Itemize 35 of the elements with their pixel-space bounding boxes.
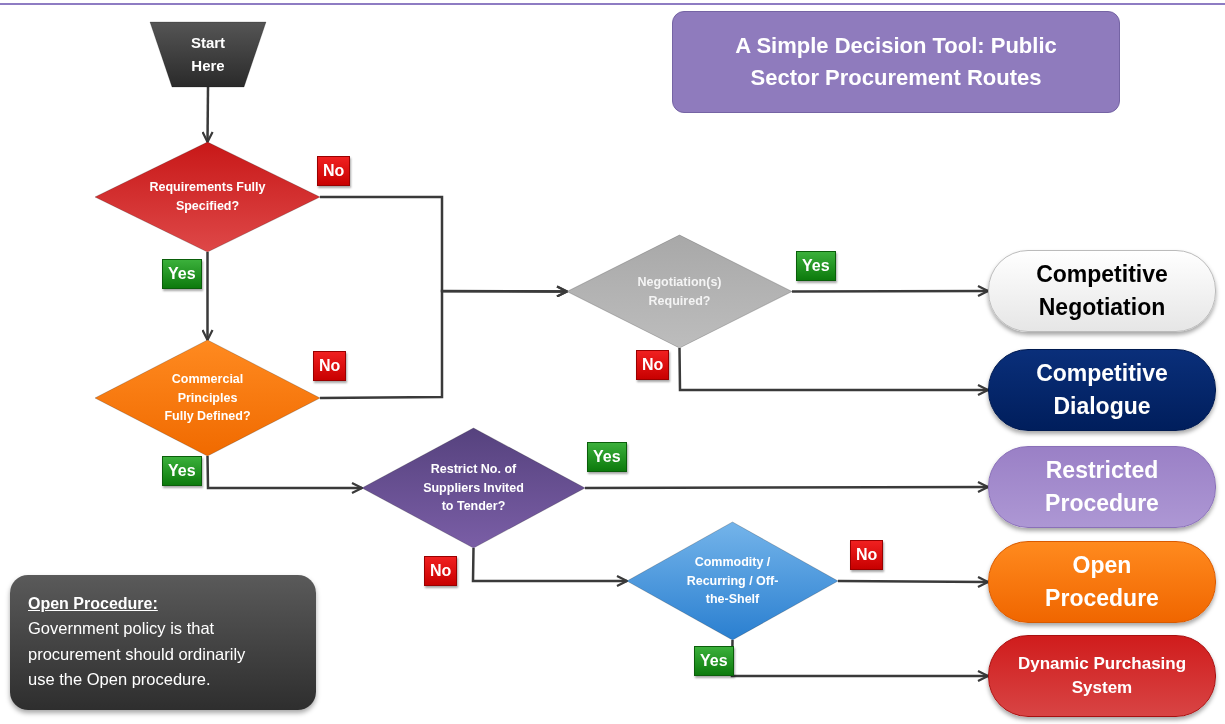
arrow	[585, 480, 990, 494]
outcome-pill: Open Procedure	[988, 541, 1216, 623]
node-label: Commodity / Recurring / Off-the-Shelf	[685, 553, 780, 609]
outcome-pill: Dynamic Purchasing System	[988, 635, 1216, 717]
node-label: Requirements Fully Specified?	[148, 179, 267, 215]
edge-label: Yes	[587, 442, 627, 472]
arrow	[320, 285, 569, 400]
title-box: A Simple Decision Tool: Public Sector Procurement Routes	[672, 11, 1120, 113]
edge-label: Yes	[796, 251, 836, 281]
node-label: Restrict No. of Suppliers Invited to Tender?	[422, 460, 525, 516]
edge-label: No	[850, 540, 884, 570]
edge-label: Yes	[162, 456, 202, 486]
note-text: Government policy is that procurement should ordinarily use the Open procedure.	[28, 618, 247, 691]
outcome-pill: Restricted Procedure	[988, 446, 1216, 528]
node-label: Start Here	[189, 33, 227, 76]
edge-label: Yes	[694, 646, 734, 676]
arrow	[201, 87, 214, 144]
note-heading: Open Procedure:	[28, 594, 158, 615]
arrow	[838, 575, 990, 589]
outcome-pill: Competitive Negotiation	[988, 250, 1216, 332]
arrow	[201, 252, 214, 342]
arrow	[678, 348, 990, 397]
arrow	[792, 284, 990, 298]
arrow	[471, 548, 629, 588]
edge-label: No	[636, 350, 670, 380]
edge-label: Yes	[162, 259, 202, 289]
outcome-pill: Competitive Dialogue	[988, 349, 1216, 431]
node-label: Negotiation(s) Required?	[636, 273, 723, 310]
node-label: Commercial Principles Fully Defined?	[163, 370, 252, 426]
arrow	[730, 640, 990, 683]
edge-label: No	[424, 556, 458, 586]
edge-label: No	[313, 351, 347, 381]
arrow	[206, 455, 364, 495]
note-box	[10, 575, 316, 710]
edge-label: No	[317, 156, 351, 186]
